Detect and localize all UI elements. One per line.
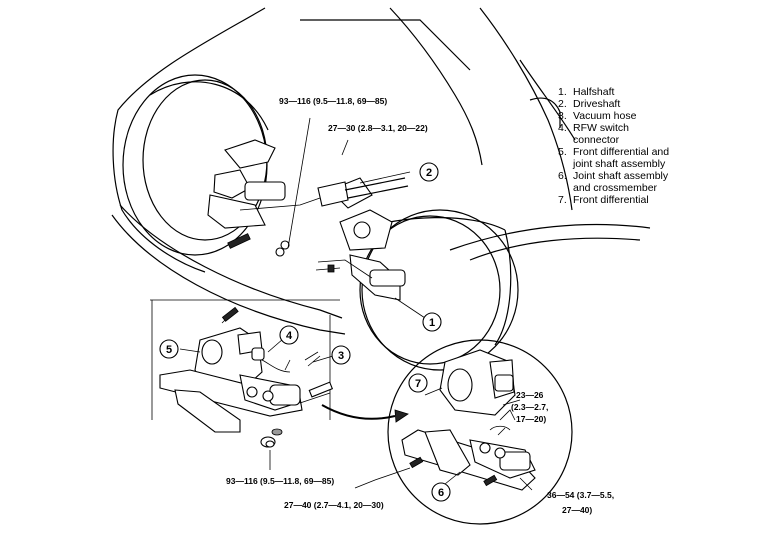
front-differential-assembly xyxy=(159,306,334,448)
legend-item-5: 5. Front differential and joint shaft as… xyxy=(558,146,672,170)
legend-item-1: 1. Halfshaft xyxy=(558,86,615,98)
detail-pointer-arrow xyxy=(321,404,396,420)
legend-item-4: 4. RFW switch connector xyxy=(558,122,632,146)
svg-text:3: 3 xyxy=(338,350,344,362)
torque-spec-detail-right: 23—26 (2.3—2.7, 17—20) xyxy=(511,390,551,424)
parts-legend: 1. Halfshaft 2. Driveshaft 3. Vacuum hos… xyxy=(558,86,672,206)
torque-spec-upper-left: 93—116 (9.5—11.8, 69—85) xyxy=(279,96,387,106)
callout-3: 3 xyxy=(331,345,351,365)
left-suspension-assembly xyxy=(207,139,321,257)
callout-7: 7 xyxy=(408,373,428,393)
legend-item-6: 6. Joint shaft assembly and crossmember xyxy=(558,170,671,194)
svg-text:5: 5 xyxy=(166,344,172,356)
leader-lines xyxy=(179,117,533,491)
legend-item-7: 7. Front differential xyxy=(558,194,649,206)
torque-spec-detail-bottom: 36—54 (3.7—5.5, 27—40) xyxy=(547,490,616,515)
torque-spec-upper-right: 27—30 (2.8—3.1, 20—22) xyxy=(328,123,428,133)
detail-pointer-arrowhead xyxy=(394,409,409,423)
svg-text:4: 4 xyxy=(286,330,293,342)
svg-text:6: 6 xyxy=(438,487,444,499)
torque-spec-bottom: 27—40 (2.7—4.1, 20—30) xyxy=(284,500,384,510)
vehicle-body-outline xyxy=(111,7,651,335)
callout-5: 5 xyxy=(159,339,179,359)
callout-4: 4 xyxy=(279,325,299,345)
callout-1: 1 xyxy=(422,312,442,332)
torque-spec-lower-left: 93—116 (9.5—11.8, 69—85) xyxy=(226,476,334,486)
legend-item-3: 3. Vacuum hose xyxy=(558,110,637,122)
callout-6: 6 xyxy=(431,482,451,502)
extraction-guide-lines xyxy=(150,299,340,420)
driveshaft xyxy=(317,177,409,207)
detail-view-circle xyxy=(387,339,573,525)
svg-text:2: 2 xyxy=(426,167,432,179)
svg-text:7: 7 xyxy=(415,378,421,390)
legend-item-2: 2. Driveshaft xyxy=(558,98,620,110)
callout-2: 2 xyxy=(419,162,439,182)
svg-text:1: 1 xyxy=(429,317,435,329)
